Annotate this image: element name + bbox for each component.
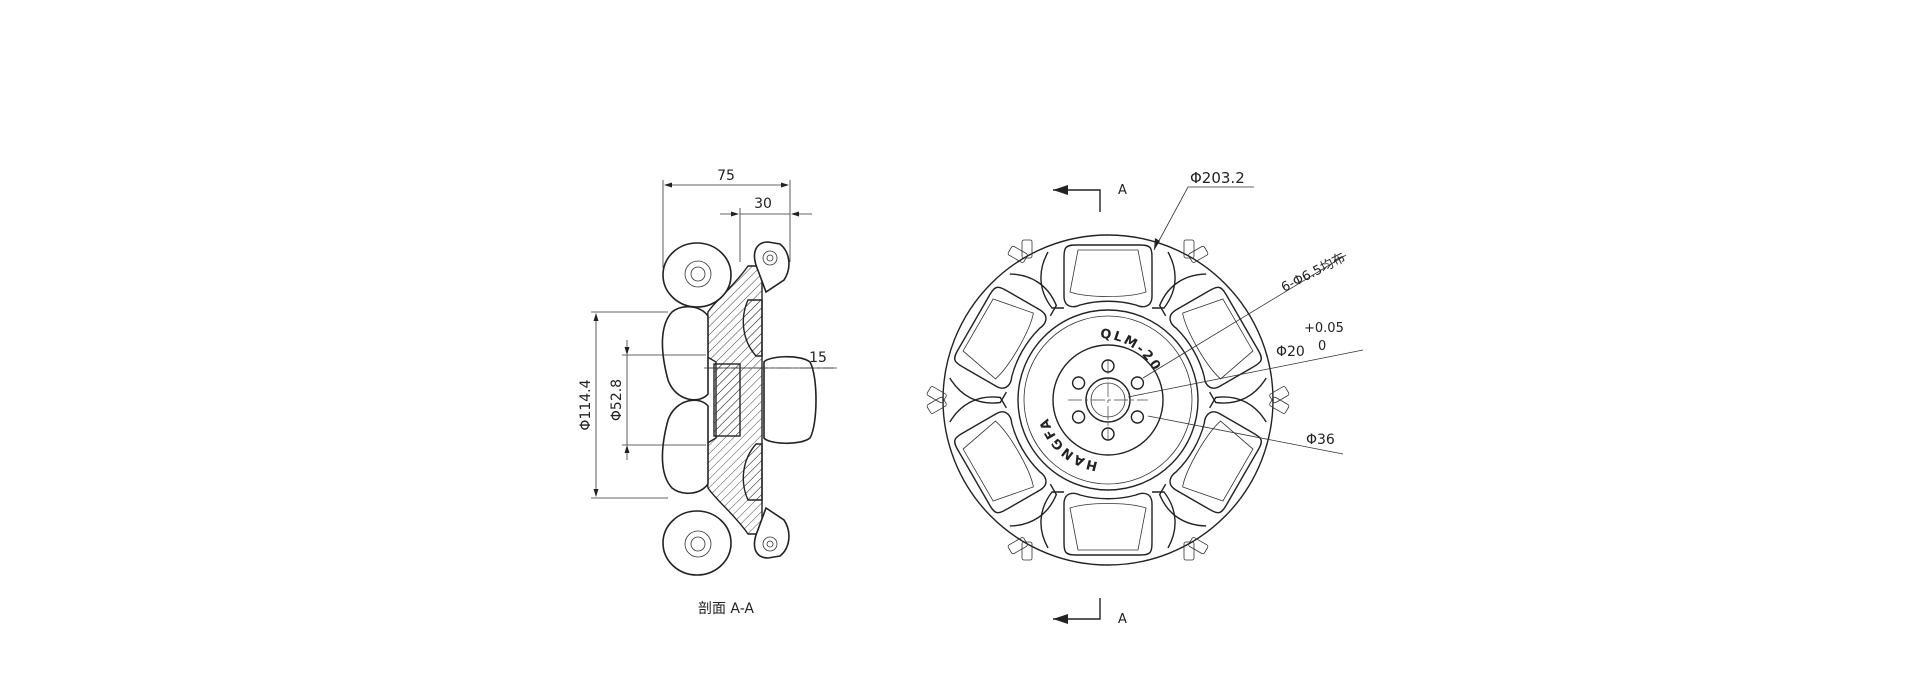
section-marker-bottom: A [1053, 598, 1127, 627]
dim-wheel-dia: Φ203.2 [1190, 169, 1245, 187]
dim-inner-dia: Φ52.8 [609, 379, 625, 421]
section-caption: 剖面 A-A [698, 601, 754, 617]
dim-offset: 15 [809, 350, 827, 366]
engraving-brand: HANGFA [1037, 415, 1099, 473]
left-rollers [661, 242, 732, 576]
roller-set [926, 239, 1290, 561]
dim-tolerance-upper: +0.05 [1304, 321, 1344, 336]
section-marker-top: A [1053, 183, 1127, 212]
section-view: 75 30 15 Φ114.4 Φ52.8 剖面 A-A [578, 168, 840, 617]
engraving-model: QLM-20 [1099, 327, 1164, 375]
dim-bore-dia: Φ20 [1276, 344, 1305, 360]
svg-text:A: A [1118, 612, 1127, 627]
dim-hub-width: 30 [754, 196, 772, 212]
wheel-outer-rim [942, 234, 1274, 566]
dim-overall-width: 75 [717, 168, 735, 184]
dim-hub-dia: Φ36 [1306, 432, 1335, 448]
dim-outer-dia: Φ114.4 [578, 379, 594, 430]
front-view: A A [926, 169, 1364, 627]
hub-ring [1017, 309, 1199, 491]
dim-bolt-holes: 6-Φ6.5均布 [1279, 250, 1348, 295]
svg-text:A: A [1118, 183, 1127, 198]
right-rollers [753, 241, 817, 559]
hub-face [1052, 344, 1164, 456]
hub-bore-section [713, 363, 741, 437]
dim-tolerance-lower: 0 [1318, 339, 1326, 354]
